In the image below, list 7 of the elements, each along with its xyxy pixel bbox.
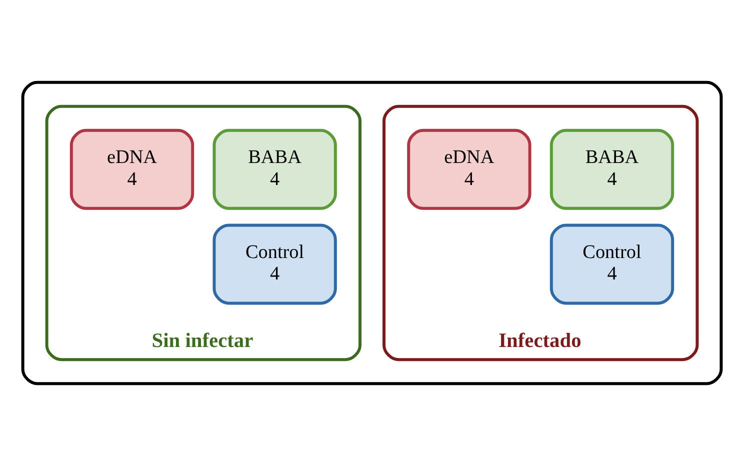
node-box: Control 4 <box>212 224 337 305</box>
node-box: eDNA 4 <box>407 128 532 210</box>
node-box: BABA 4 <box>212 128 337 210</box>
node-box: Control 4 <box>550 224 674 305</box>
node-box: BABA 4 <box>550 128 674 210</box>
cluster <box>21 80 723 386</box>
node-box: eDNA 4 <box>70 128 194 210</box>
